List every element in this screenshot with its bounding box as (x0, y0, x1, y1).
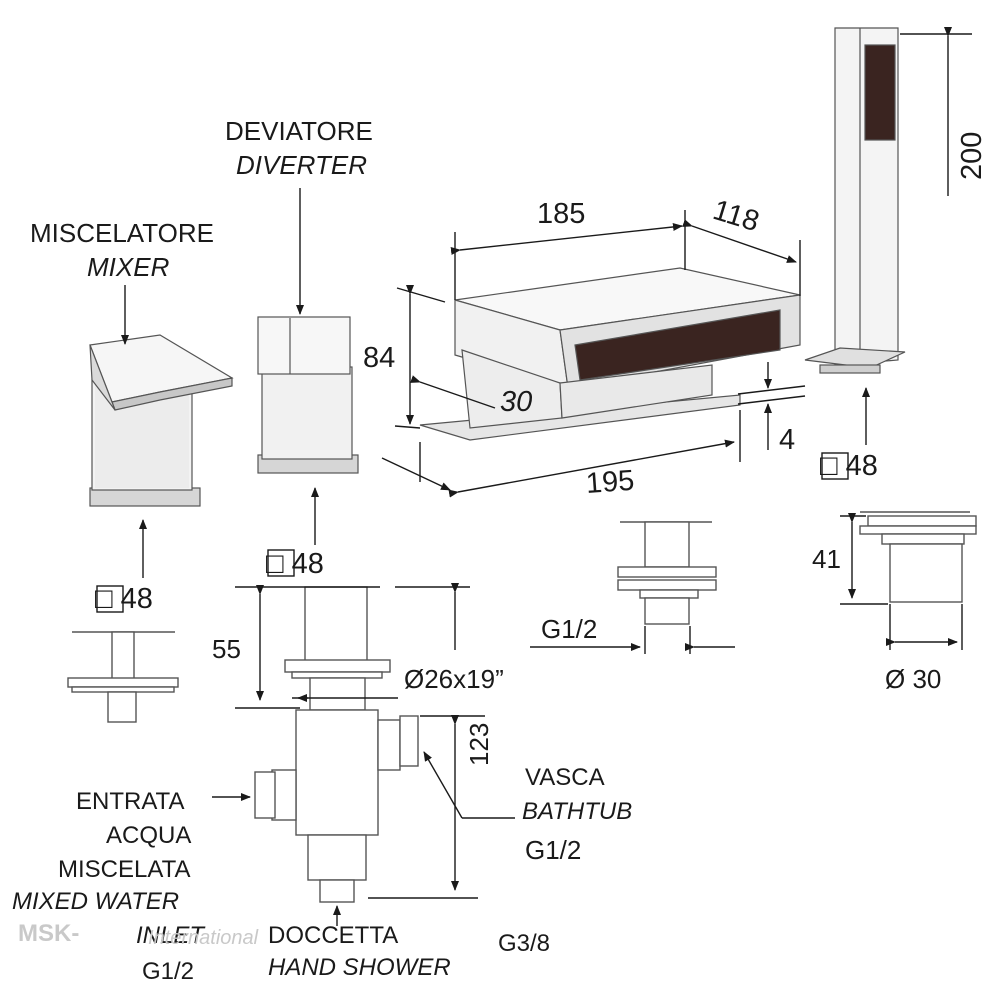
label-mixer: MIXER (87, 252, 170, 282)
mixer-product (89, 334, 234, 507)
label-acqua: ACQUA (106, 822, 192, 849)
spout-mount (617, 521, 717, 625)
label-deviatore: DEVIATORE (225, 116, 373, 146)
label-miscelata: MISCELATA (58, 856, 191, 883)
dim-spout-height: 84 (363, 342, 396, 374)
label-inlet-thread: G1/2 (142, 958, 195, 985)
label-vasca: VASCA (525, 764, 605, 791)
label-spout-thread: G1/2 (541, 614, 598, 644)
dimension-lines (121, 27, 972, 926)
label-entrata: ENTRATA (76, 788, 185, 815)
mixer-cartridge (67, 631, 179, 723)
label-diverter: DIVERTER (236, 150, 367, 180)
label-inlet: INLET (136, 922, 205, 949)
square-symbol-diverter (267, 549, 295, 577)
dim-shower-height: 200 (956, 131, 988, 180)
dim-spout-angle: 30 (500, 386, 533, 418)
spout-product (419, 267, 801, 441)
square-symbols (96, 452, 849, 613)
square-symbol-mixer (96, 585, 124, 613)
dim-shower-base-square: □ 48 (820, 450, 878, 482)
shower-holder-base (859, 511, 977, 603)
dim-body-height: 123 (464, 722, 494, 766)
dim-shower-holder-diameter: Ø 30 (885, 664, 942, 694)
label-bathtub: BATHTUB (522, 798, 633, 825)
label-mixed-water: MIXED WATER (12, 888, 180, 915)
dim-spout-base-width: 195 (584, 464, 636, 500)
label-miscelatore: MISCELATORE (30, 218, 214, 248)
dim-cartridge-thread: Ø26x19” (404, 664, 504, 694)
diverter-product (257, 316, 359, 474)
dim-plate-thickness: 4 (779, 424, 796, 456)
diverter-body (254, 586, 419, 903)
watermark-brand: MSK- (18, 920, 80, 947)
dim-mixer-square: □ 48 (95, 583, 153, 615)
dim-shower-holder-height: 41 (812, 544, 841, 574)
dim-cartridge-height: 55 (212, 634, 241, 664)
label-shower-thread: G3/8 (498, 930, 551, 957)
dim-diverter-square: □ 48 (266, 548, 324, 580)
hand-shower-product (804, 27, 906, 374)
dim-spout-width: 185 (537, 198, 586, 230)
label-doccetta: DOCCETTA (268, 922, 399, 949)
label-hand-shower: HAND SHOWER (268, 954, 451, 981)
label-bathtub-thread: G1/2 (525, 835, 582, 865)
square-symbol-shower (821, 452, 849, 480)
watermark-suffix: International (148, 927, 259, 949)
